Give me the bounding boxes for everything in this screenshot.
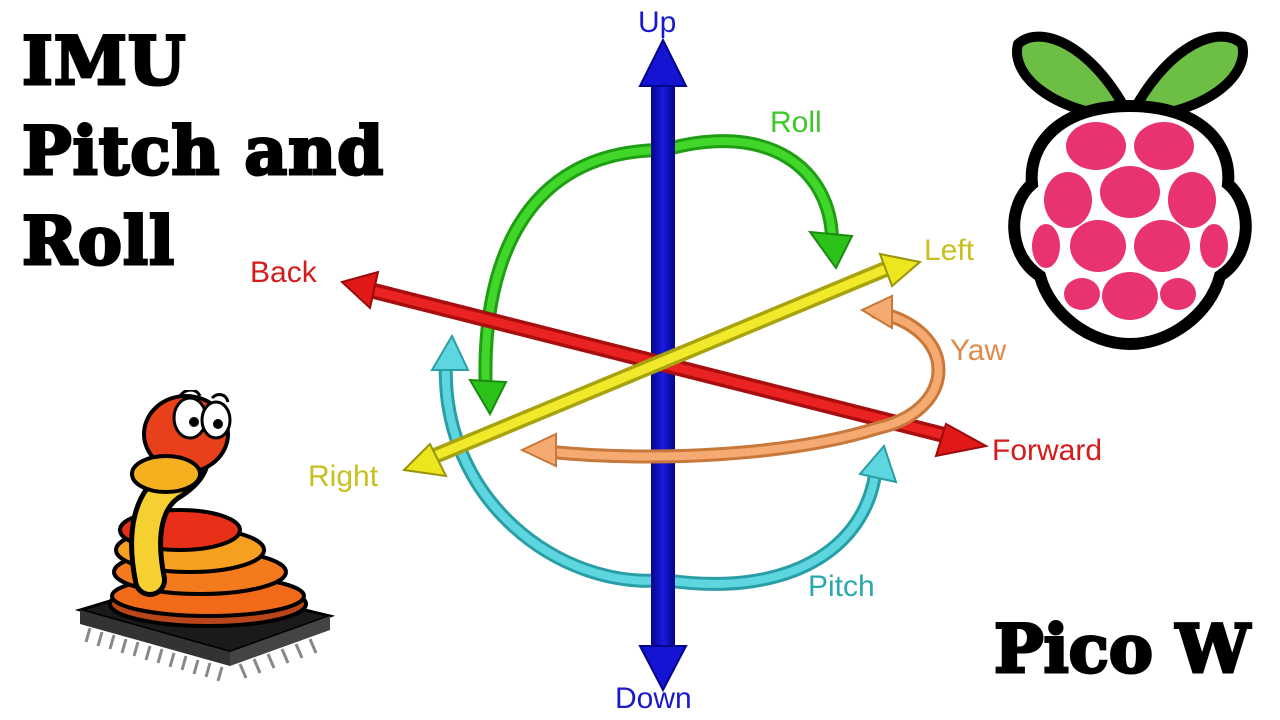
axis-label-down: Down [615, 682, 692, 715]
rotation-label-pitch: Pitch [808, 570, 875, 603]
left-right-axis [401, 252, 923, 478]
axis-label-up: Up [638, 6, 677, 39]
raspberry-pi-logo-icon [1008, 31, 1252, 351]
axis-label-back: Back [250, 256, 317, 289]
rotation-label-yaw: Yaw [950, 334, 1007, 367]
micropython-snake-chip-icon [74, 390, 336, 682]
roll-arc [468, 134, 854, 417]
rotation-label-roll: Roll [770, 106, 822, 139]
title-line-pitch-and: Pitch and [20, 112, 385, 190]
title-line-imu: IMU [21, 22, 187, 100]
axis-label-left: Left [924, 234, 975, 267]
axis-label-forward: Forward [992, 434, 1103, 467]
axis-label-right: Right [308, 460, 379, 493]
title-line-roll: Roll [20, 202, 176, 280]
product-title-pico-w: Pico W [992, 610, 1251, 688]
pitch-arc [430, 333, 898, 591]
yaw-arc [519, 294, 946, 468]
